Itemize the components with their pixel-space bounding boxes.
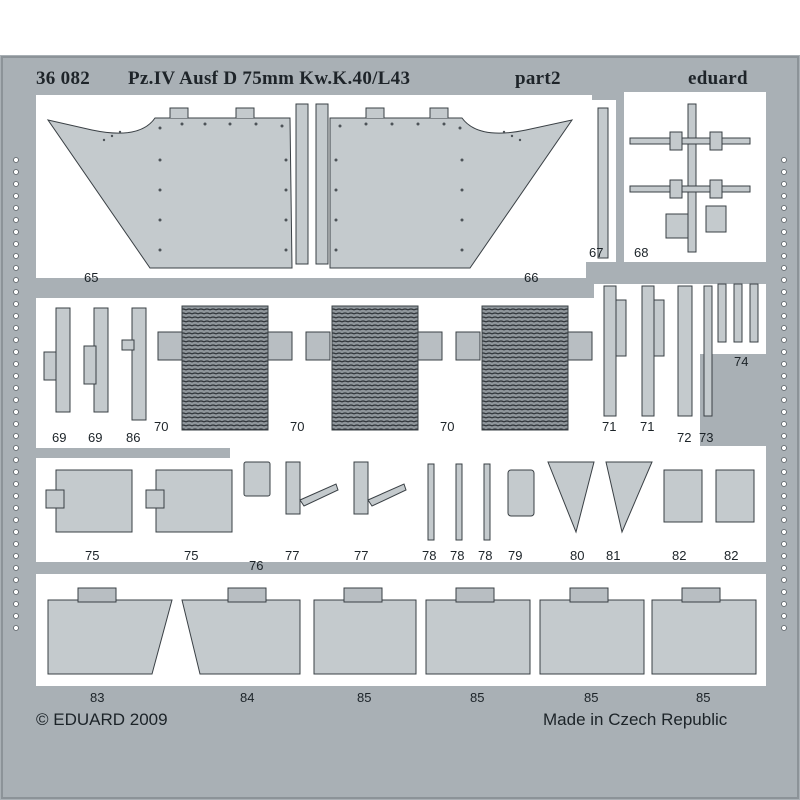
part-number-71: 71 <box>602 419 617 434</box>
kit-title: Pz.IV Ausf D 75mm Kw.K.40/L43 <box>128 68 411 89</box>
part-number-71: 71 <box>640 419 655 434</box>
part-65-fender-panel <box>46 117 293 269</box>
kit-part: part2 <box>515 68 561 89</box>
part-number-73: 73 <box>699 430 714 445</box>
edge-holes-left <box>13 157 19 631</box>
part-74-clips <box>717 283 759 343</box>
part-number-78: 78 <box>422 548 437 563</box>
part-number-70: 70 <box>440 419 455 434</box>
part-number-83: 83 <box>90 690 105 705</box>
part-number-82: 82 <box>724 548 739 563</box>
brand-name: eduard <box>688 68 748 89</box>
part-number-80: 80 <box>570 548 585 563</box>
part-number-68: 68 <box>634 245 649 260</box>
part-number-85: 85 <box>584 690 599 705</box>
copyright-notice: © EDUARD 2009 <box>36 710 168 729</box>
origin-notice: Made in Czech Republic <box>543 710 728 729</box>
part-number-69: 69 <box>88 430 103 445</box>
part-number-77: 77 <box>354 548 369 563</box>
fret-border <box>1 56 799 799</box>
parts-69-86-brackets <box>43 307 147 421</box>
part-number-66: 66 <box>524 270 539 285</box>
part-number-72: 72 <box>677 430 692 445</box>
part-70-radiator-1 <box>157 305 293 431</box>
part-number-85: 85 <box>357 690 372 705</box>
part-65-hinge-tabs <box>169 107 255 118</box>
kit-code: 36 082 <box>36 68 91 89</box>
part-number-85: 85 <box>470 690 485 705</box>
part-number-76: 76 <box>249 558 264 573</box>
parts-71-73-strips <box>603 285 713 417</box>
part-number-67: 67 <box>589 245 604 260</box>
part-number-79: 79 <box>508 548 523 563</box>
part-66-fender-panel <box>329 117 574 269</box>
part-number-86: 86 <box>126 430 141 445</box>
part-66-rivets <box>334 122 522 252</box>
part-66-hinge-tabs <box>365 107 449 118</box>
part-number-70: 70 <box>290 419 305 434</box>
part-66-side-strip <box>315 103 329 265</box>
part-number-77: 77 <box>285 548 300 563</box>
part-number-70: 70 <box>154 419 169 434</box>
part-65-rivets <box>102 122 288 252</box>
parts-83-85-boxes <box>47 599 757 675</box>
part-number-84: 84 <box>240 690 255 705</box>
part-number-82: 82 <box>672 548 687 563</box>
part-70-radiator-3 <box>455 305 593 431</box>
part-70-radiator-2 <box>305 305 443 431</box>
part-number-81: 81 <box>606 548 621 563</box>
part-number-75: 75 <box>85 548 100 563</box>
part-number-85: 85 <box>696 690 711 705</box>
parts-82-blocks <box>663 469 755 523</box>
part-number-75: 75 <box>184 548 199 563</box>
parts-75-plates <box>45 469 233 533</box>
parts-83-85-hinges <box>77 587 721 603</box>
edge-holes-right <box>781 157 787 631</box>
part-65-side-strip <box>295 103 309 265</box>
part-number-78: 78 <box>478 548 493 563</box>
parts-76-81 <box>243 461 653 541</box>
part-number-74: 74 <box>734 354 749 369</box>
part-number-78: 78 <box>450 548 465 563</box>
part-67-strip <box>597 107 609 259</box>
part-number-65: 65 <box>84 270 99 285</box>
part-number-69: 69 <box>52 430 67 445</box>
part-68-rods <box>629 103 751 253</box>
